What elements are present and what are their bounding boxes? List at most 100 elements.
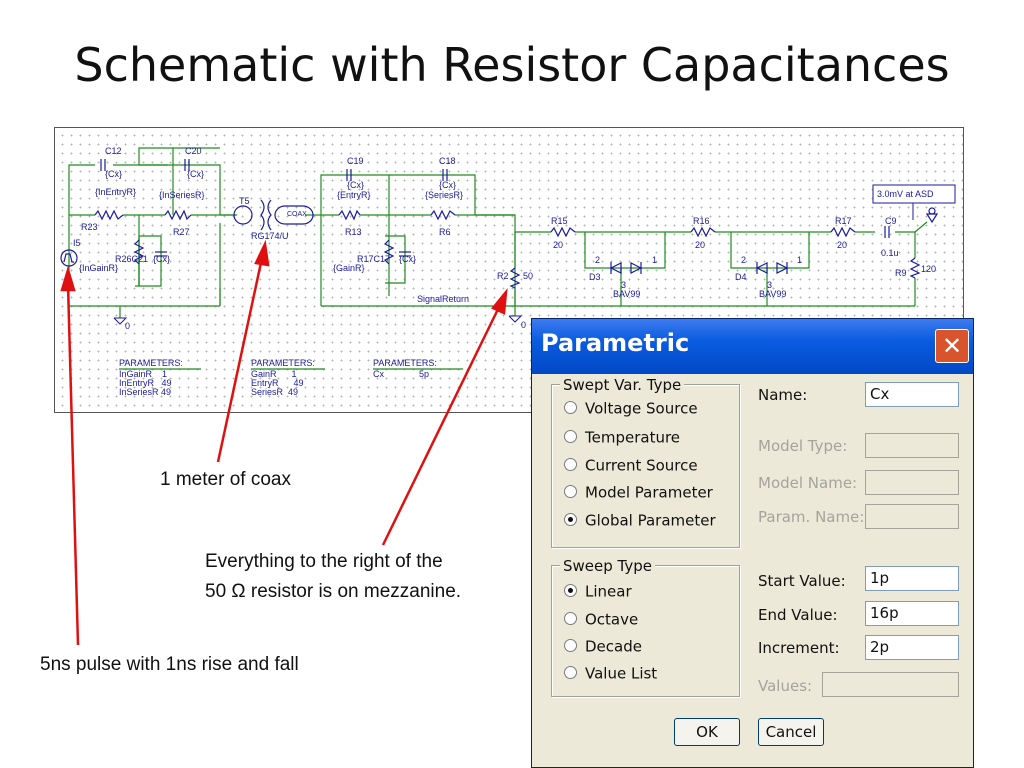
dialog-body: Swept Var. Type Voltage Source Temperatu… [532,374,973,767]
annotation-mezzanine-line2: 50 Ω resistor is on mezzanine. [205,581,462,602]
r15-value: 20 [553,240,564,250]
increment-input[interactable]: 2p [865,635,959,660]
swept-var-type-legend: Swept Var. Type [560,376,685,394]
signal-return-label: SignalReturn [417,294,470,304]
close-icon: ✕ [941,332,963,360]
start-value-label: Start Value: [758,572,846,590]
radio-model-parameter[interactable]: Model Parameter [564,483,713,502]
radio-voltage-source[interactable]: Voltage Source [564,399,698,418]
r16-label: R16 [693,216,710,226]
c9-label: C9 [885,216,897,226]
slide-title: Schematic with Resistor Capacitances [74,38,950,92]
radio-indicator [564,430,577,443]
params-header-3: PARAMETERS: [373,358,437,368]
end-value-label: End Value: [758,606,838,624]
c18-value: {Cx} [439,180,457,190]
t5-label: T5 [239,196,250,206]
close-button[interactable]: ✕ [935,329,969,363]
increment-label: Increment: [758,639,840,657]
params-rows-3: Cx 5p [373,369,430,379]
d3-pin3: 3 [621,280,627,290]
radio-indicator [564,612,577,625]
c20-value: {Cx} [187,169,205,179]
name-label: Name: [758,386,808,404]
d4-label: D4 [735,272,747,282]
radio-global-parameter[interactable]: Global Parameter [564,511,716,530]
wires [68,147,928,318]
c18-label: C18 [439,156,456,166]
annotation-coax: 1 meter of coax [160,469,291,490]
d3-pin2: 2 [595,255,601,265]
c19-value: {Cx} [347,180,365,190]
r23-label: R23 [81,222,98,232]
param-name-label: Param. Name: [758,508,865,526]
params-rows-2: GainR 1 EntryR 49 SeriesR 49 [251,369,304,397]
rg174-label: RG174/U [251,231,289,241]
end-value-input[interactable]: 16p [865,601,959,626]
r2-label: R2 [497,271,509,281]
params-rows-1: InGainR 1 InEntryR 49 InSeriesR 49 [119,369,172,397]
r9-value: 120 [921,264,937,274]
d4-pin1: 1 [797,255,803,265]
model-name-label: Model Name: [758,474,858,492]
parts [60,159,939,289]
param-name-input[interactable] [865,504,959,529]
in-gain-r-label: {InGainR} [79,263,119,273]
r17-c17-label: R17C17 [357,254,391,264]
annotation-pulse: 5ns pulse with 1ns rise and fall [40,654,299,675]
d4-pin2: 2 [741,255,747,265]
values-input[interactable] [822,672,959,697]
ground-symbols [113,315,523,325]
radio-octave[interactable]: Octave [564,610,638,629]
coax-label: COAX [287,211,307,218]
parametric-dialog: Parametric ✕ Swept Var. Type Voltage Sou… [531,318,974,768]
model-name-input[interactable] [865,470,959,495]
r13-label: R13 [345,227,362,237]
schematic-drawing [60,147,956,370]
i5-label: I5 [73,238,81,248]
ok-button[interactable]: OK [674,718,740,746]
radio-value-list[interactable]: Value List [564,664,657,683]
radio-current-source[interactable]: Current Source [564,456,698,475]
cx-label-a: {Cx} [153,254,171,264]
series-r-label: {SeriesR} [425,190,464,200]
bav99-label-a: BAV99 [613,289,641,299]
sweep-type-legend: Sweep Type [560,557,655,575]
in-entry-r-label: {InEntryR} [95,187,137,197]
radio-decade[interactable]: Decade [564,637,642,656]
c9-value: 0.1u [881,248,899,258]
params-header-2: PARAMETERS: [251,358,315,368]
c12-value: {Cx} [105,169,123,179]
r17-value: 20 [837,240,848,250]
r9-label: R9 [895,268,907,278]
start-value-input[interactable]: 1p [865,566,959,591]
r27-label: R27 [173,227,190,237]
radio-linear[interactable]: Linear [564,582,632,601]
values-label: Values: [758,677,813,695]
r17-label: R17 [835,216,852,226]
dialog-title: Parametric [541,329,690,357]
name-input[interactable]: Cx [865,382,959,407]
radio-indicator-selected [564,513,577,526]
annotation-mezzanine-line1: Everything to the right of the [205,551,443,572]
c19-label: C19 [347,156,364,166]
cx-label-b: {Cx} [399,254,417,264]
r15-label: R15 [551,216,568,226]
r26-c21-label: R26C21 [115,254,149,264]
model-type-input[interactable] [865,433,959,458]
swept-var-type-group: Swept Var. Type Voltage Source Temperatu… [551,376,740,548]
radio-temperature[interactable]: Temperature [564,428,680,447]
c12-label: C12 [105,146,122,156]
dialog-titlebar[interactable]: Parametric ✕ [532,319,973,374]
radio-indicator [564,666,577,679]
radio-indicator [564,458,577,471]
ground-label-a: 0 [125,321,131,331]
d3-label: D3 [589,272,601,282]
sweep-type-group: Sweep Type Linear Octave Decade Value Li… [551,557,740,697]
cancel-button[interactable]: Cancel [758,718,824,746]
radio-indicator [564,401,577,414]
model-type-label: Model Type: [758,437,848,455]
asd-label: 3.0mV at ASD [877,189,934,199]
radio-indicator [564,639,577,652]
